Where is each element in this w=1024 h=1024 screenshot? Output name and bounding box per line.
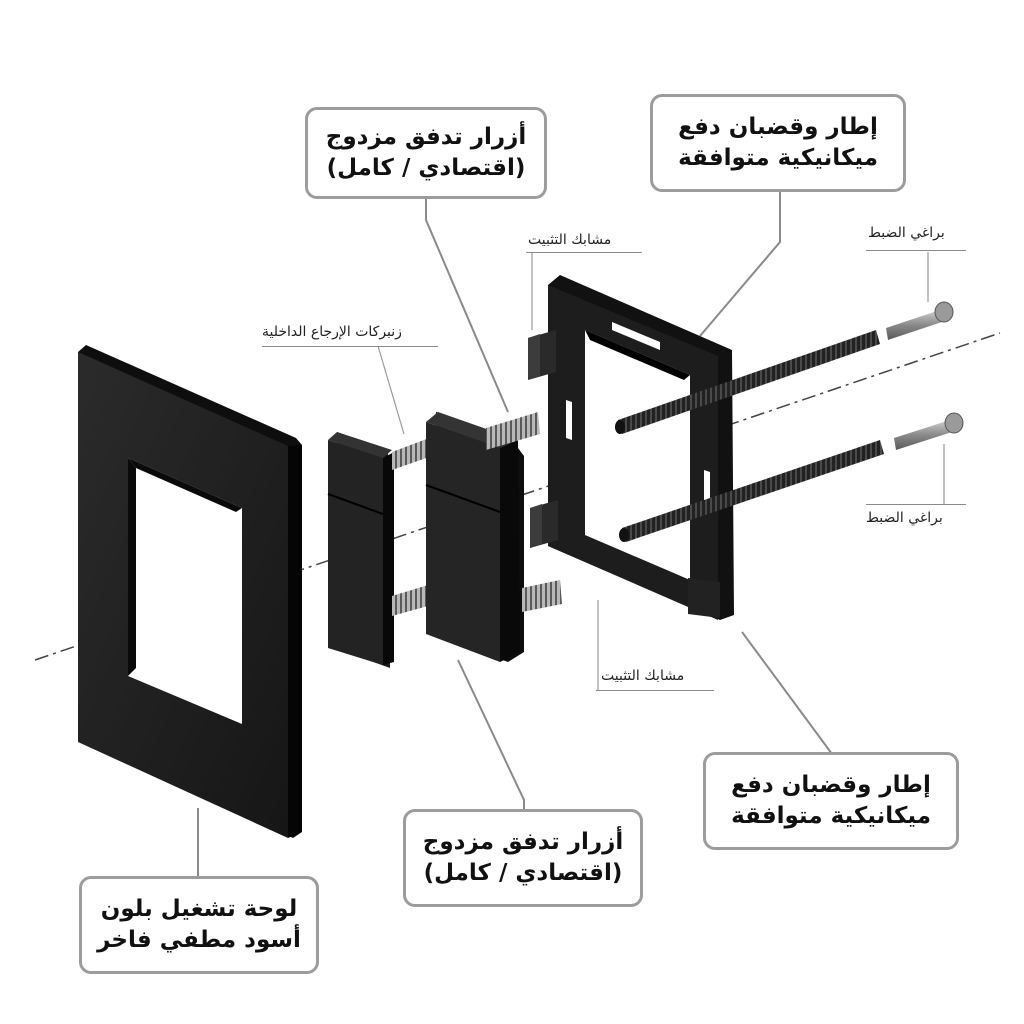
callout-line: إطار وقضبان دفع — [678, 113, 878, 140]
label-return-springs: زنبركات الإرجاع الداخلية — [262, 324, 402, 340]
callout-line: ميكانيكية متوافقة — [731, 803, 931, 829]
callout-line: ميكانيكية متوافقة — [678, 145, 878, 171]
callout-line: إطار وقضبان دفع — [731, 771, 931, 798]
adjustment-screw-bottom — [894, 412, 964, 450]
callout-dual-flush-buttons-bottom: أزرار تدفق مزدوج (اقتصادي / كامل) — [403, 809, 643, 907]
callout-line: أزرار تدفق مزدوج — [325, 123, 527, 150]
push-rod-upper — [615, 330, 880, 434]
mounting-frame — [548, 275, 734, 620]
label-underline — [866, 504, 966, 505]
callout-line: (اقتصادي / كامل) — [423, 860, 623, 886]
label-adjustment-screws-top: براغي الضبط — [868, 225, 945, 241]
callout-frame-top: إطار وقضبان دفع ميكانيكية متوافقة — [650, 94, 906, 192]
return-spring — [392, 437, 432, 616]
label-mounting-clips-bottom: مشابك التثبيت — [601, 668, 685, 684]
mounting-clip-bottom — [530, 500, 558, 548]
callout-frame-bottom: إطار وقضبان دفع ميكانيكية متوافقة — [703, 752, 959, 850]
callout-line: أسود مطفي فاخر — [97, 927, 301, 953]
label-adjustment-screws-bottom: براغي الضبط — [866, 510, 943, 526]
callout-cover-plate: لوحة تشغيل بلون أسود مطفي فاخر — [79, 876, 319, 974]
cover-plate — [78, 345, 302, 838]
callout-line: أزرار تدفق مزدوج — [422, 828, 624, 855]
callout-line: لوحة تشغيل بلون — [100, 895, 298, 922]
flush-button-large — [425, 412, 524, 662]
mounting-clip-lower-right — [688, 578, 720, 618]
mounting-clip-top — [528, 330, 556, 380]
label-mounting-clips-top: مشابك التثبيت — [528, 232, 612, 248]
label-underline — [596, 690, 714, 691]
return-spring-rear — [486, 412, 562, 612]
label-underline — [262, 346, 438, 347]
adjustment-screw-top — [886, 301, 954, 340]
label-underline — [526, 252, 642, 253]
callout-dual-flush-buttons-top: أزرار تدفق مزدوج (اقتصادي / كامل) — [305, 107, 547, 199]
label-underline — [866, 250, 966, 251]
push-rod-lower — [619, 440, 884, 542]
callout-line: (اقتصادي / كامل) — [326, 155, 526, 181]
small-leader-lines — [377, 252, 945, 690]
flush-button-small — [327, 432, 394, 668]
